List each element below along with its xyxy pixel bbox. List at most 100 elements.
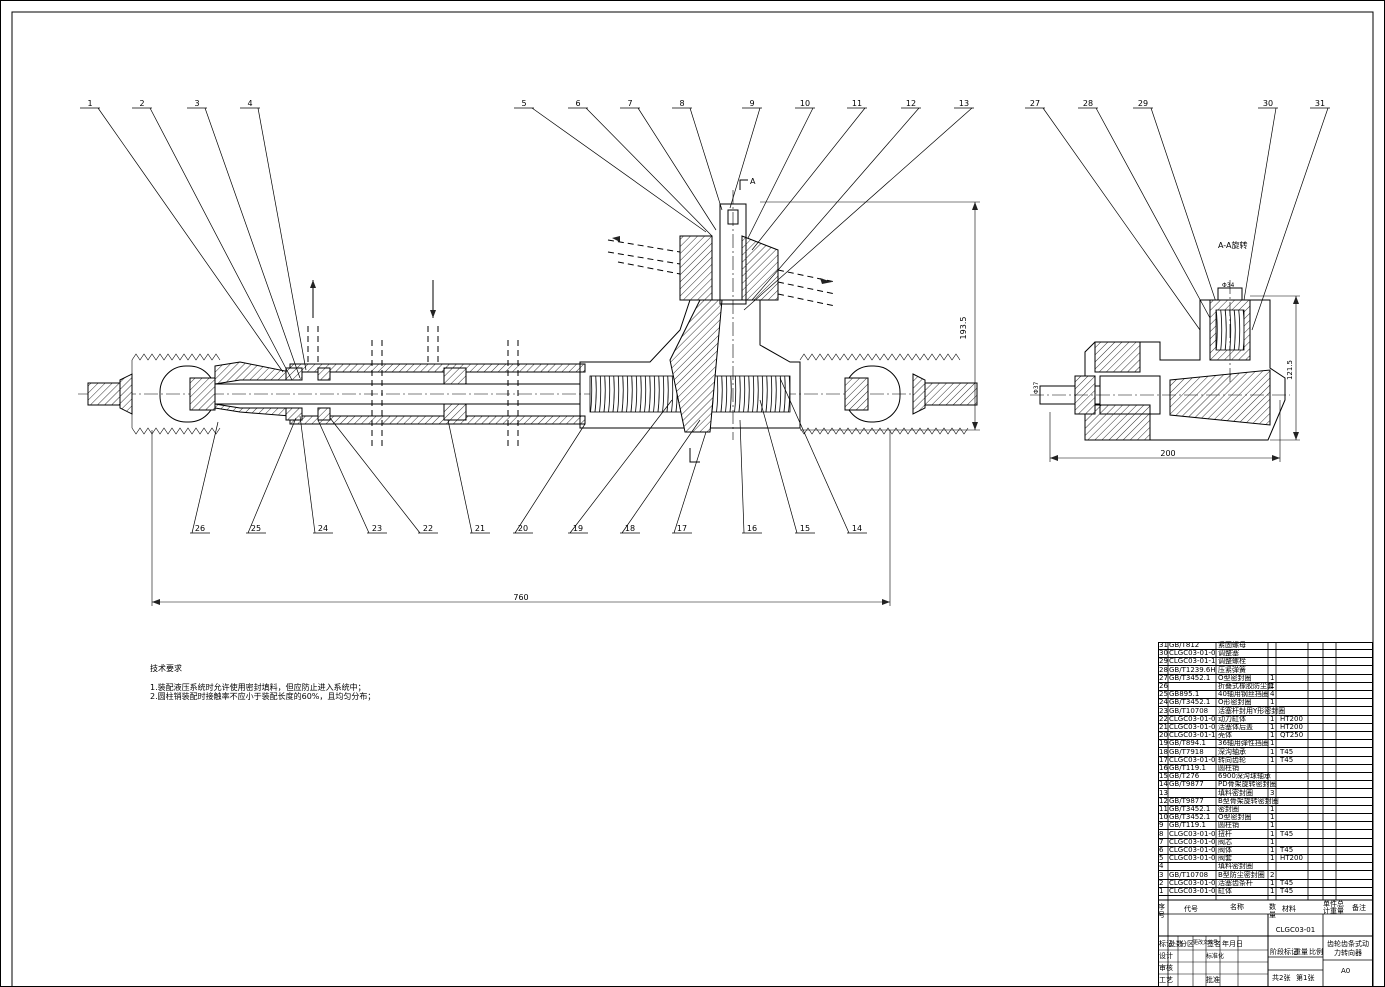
side-section-view: A-A旋转 200 121.5 Φ34 Φ37 [1030, 240, 1300, 462]
bom-no: 5 [1159, 854, 1164, 863]
header-qty: 数量 [1269, 903, 1276, 919]
callout-5: 5 [521, 99, 526, 108]
leader-line [743, 107, 973, 311]
bom-name: 缸体 [1218, 887, 1232, 895]
leader-line [673, 431, 707, 534]
bom-name: 圆柱销 [1218, 764, 1239, 772]
bom-code: GB/T119.1 [1169, 821, 1206, 830]
bom-no: 17 [1159, 755, 1168, 764]
bom-no: 21 [1159, 723, 1168, 731]
bom-no: 11 [1159, 805, 1168, 813]
mark-label: 标记 [1159, 940, 1173, 948]
leader-line [299, 415, 316, 534]
leader-line [514, 423, 586, 534]
bom-qty: 3 [1270, 788, 1275, 797]
bom-no: 24 [1159, 698, 1168, 707]
bom-name: 转向齿轮 [1218, 755, 1246, 764]
callout-7: 7 [627, 99, 632, 108]
dim-side-width: 200 [1160, 449, 1175, 458]
bom-qty: 1 [1270, 731, 1275, 740]
bom-name: 阀体 [1218, 846, 1232, 854]
bom-qty: 2 [1270, 870, 1275, 879]
bom-no: 10 [1159, 813, 1168, 822]
bom-name: 填料密封圈 [1218, 862, 1253, 871]
tech-title: 技术要求 [150, 664, 182, 673]
bom-mat: T45 [1280, 878, 1294, 887]
bom-name: 调整塞 [1218, 649, 1239, 658]
bom-name: 40轴用钢丝挡圈 [1218, 690, 1269, 699]
bom-name: 紧固螺母 [1218, 641, 1246, 649]
bom-qty: 1 [1270, 837, 1275, 846]
leader-line [1095, 107, 1211, 319]
leader-line [759, 399, 798, 534]
bom-qty: 4 [1270, 690, 1275, 699]
bom-no: 22 [1159, 714, 1168, 723]
callout-10: 10 [800, 99, 810, 108]
leader-line [204, 107, 301, 379]
bom-name: O型密封圈 [1218, 813, 1252, 822]
dim-side-height: 121.5 [1286, 360, 1294, 380]
bom-name: 阀套 [1218, 854, 1232, 863]
leader-line [751, 107, 920, 301]
bom-no: 4 [1159, 862, 1164, 871]
bom-no: 16 [1159, 764, 1168, 772]
header-weight: 单件总计重量 [1323, 900, 1344, 915]
bom-code: GB/T3452.1 [1169, 813, 1211, 822]
bom-row: 4 填料密封圈 [1158, 862, 1373, 872]
leader-line [329, 417, 421, 534]
callout-8: 8 [679, 99, 684, 108]
header-name: 名称 [1230, 903, 1244, 911]
leader-line [247, 417, 297, 534]
process-label: 工艺 [1159, 976, 1173, 984]
callout-16: 16 [747, 524, 757, 533]
bom-name: 填料密封圈 [1218, 788, 1253, 797]
bom-name: 壳体 [1218, 731, 1232, 740]
bom-code: GB/T10708 [1169, 706, 1209, 715]
bom-code: CLGC03-01-0 [1169, 854, 1216, 863]
bom-qty: 1 [1270, 747, 1275, 756]
bom-no: 8 [1159, 829, 1164, 838]
bom-code: GB/T3452.1 [1169, 805, 1211, 813]
bom-code: GB/T10708 [1169, 870, 1209, 879]
bom-code: CLGC03-01-1 [1169, 731, 1216, 740]
bom-no: 1 [1159, 887, 1164, 895]
bom-no: 3 [1159, 870, 1164, 879]
bom-code: GB/T9877 [1169, 780, 1204, 789]
callout-3: 3 [194, 99, 199, 108]
bom-name: B型骨架旋转密封圈 [1218, 796, 1279, 805]
bom-no: 29 [1159, 657, 1168, 666]
leader-line [1251, 107, 1329, 331]
bom-code: CLGC03-01-1 [1169, 657, 1216, 666]
leader-line [191, 421, 219, 534]
bom-code: CLGC03-01-0 [1169, 887, 1216, 895]
bom-name: PD骨架旋转密封圈 [1218, 780, 1277, 789]
sheet-count: 共2张 [1272, 974, 1291, 982]
callout-6: 6 [575, 99, 580, 108]
leader-line [1243, 107, 1277, 301]
std-label: 标准化 [1206, 953, 1225, 960]
leader-line [569, 399, 673, 534]
bom-no: 19 [1159, 739, 1168, 748]
bom-code: CLGC03-01-0 [1169, 829, 1216, 838]
dim-side-dia: Φ37 [1033, 381, 1040, 394]
header-seq: 序号 [1158, 903, 1165, 919]
bom-code: GB/T3452.1 [1169, 673, 1211, 682]
leader-line [531, 107, 707, 233]
weight-label: 重量 [1294, 948, 1308, 956]
callout-29: 29 [1138, 99, 1148, 108]
leader-line [149, 107, 293, 381]
bom-code: GB/T3452.1 [1169, 698, 1211, 707]
